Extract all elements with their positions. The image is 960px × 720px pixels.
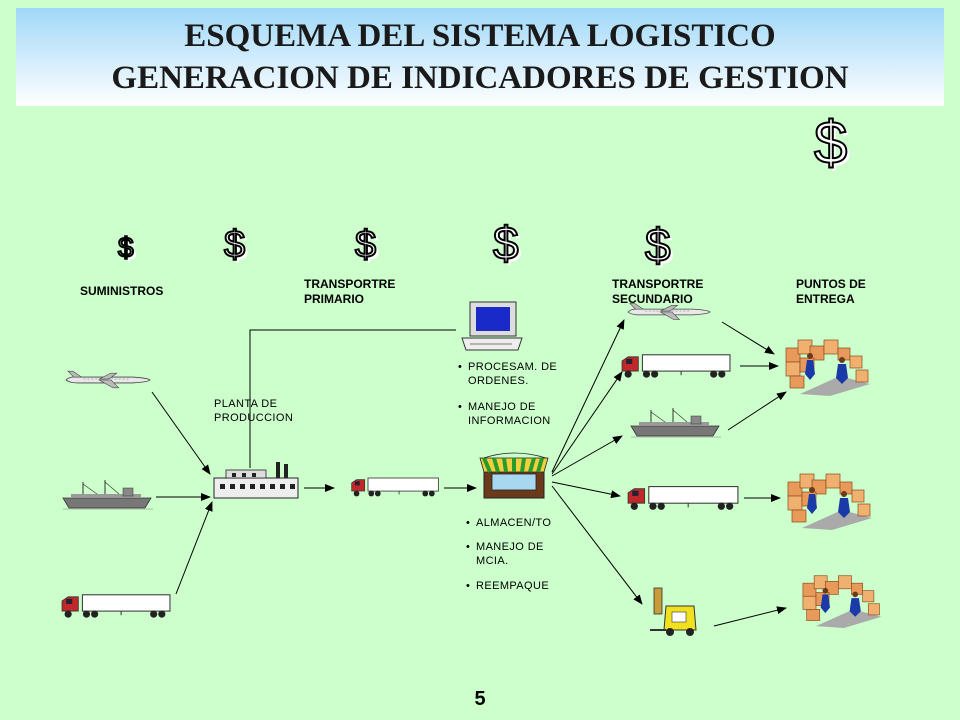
factory-icon bbox=[213, 462, 299, 499]
truck-icon bbox=[621, 354, 731, 379]
info-bullet: •MANEJO DE INFORMACION bbox=[458, 401, 551, 427]
label-transporte-primario: TRANSPORTRE PRIMARIO bbox=[304, 277, 396, 306]
boxes-workers-icon bbox=[785, 339, 871, 396]
title-line-1: ESQUEMA DEL SISTEMA LOGISTICO bbox=[184, 18, 776, 54]
store-bullet: •REEMPAQUE bbox=[466, 580, 550, 592]
ship-icon bbox=[630, 408, 722, 438]
dollar-icon: $ bbox=[223, 223, 246, 267]
ship-icon bbox=[62, 480, 154, 510]
dollar-icon: $ bbox=[354, 223, 377, 267]
dollar-icon: $ bbox=[813, 108, 848, 177]
label-transporte-secundario: TRANSPORTRE SECUNDARIO bbox=[612, 277, 704, 306]
truck-icon bbox=[351, 477, 439, 497]
dollar-icon: $ bbox=[644, 218, 672, 272]
dollar-icon: $ bbox=[492, 216, 520, 270]
title-line-2: GENERACION DE INDICADORES DE GESTION bbox=[111, 60, 849, 96]
page-number: 5 bbox=[474, 688, 486, 710]
store-bullet: •ALMACEN/TO bbox=[466, 517, 552, 529]
title-banner: ESQUEMA DEL SISTEMA LOGISTICO GENERACION… bbox=[16, 8, 944, 106]
airplane-icon bbox=[65, 370, 151, 389]
airplane-icon bbox=[627, 302, 711, 321]
boxes-workers-icon bbox=[787, 473, 873, 530]
truck-icon bbox=[627, 486, 739, 511]
label-suministros: SUMINISTROS bbox=[80, 284, 164, 298]
store-bullet: •MANEJO DE MCIA. bbox=[466, 541, 544, 567]
forklift-icon bbox=[650, 587, 697, 636]
computer-icon bbox=[461, 301, 523, 351]
label-puntos-entrega: PUNTOS DE ENTREGA bbox=[796, 277, 866, 306]
truck-icon bbox=[61, 594, 171, 619]
dollar-icon: $ bbox=[117, 231, 135, 264]
label-planta: PLANTA DE PRODUCCION bbox=[214, 398, 294, 424]
info-bullet: •PROCESAM. DE ORDENES. bbox=[458, 361, 558, 387]
boxes-workers-icon bbox=[802, 575, 882, 628]
store-icon bbox=[479, 452, 549, 499]
